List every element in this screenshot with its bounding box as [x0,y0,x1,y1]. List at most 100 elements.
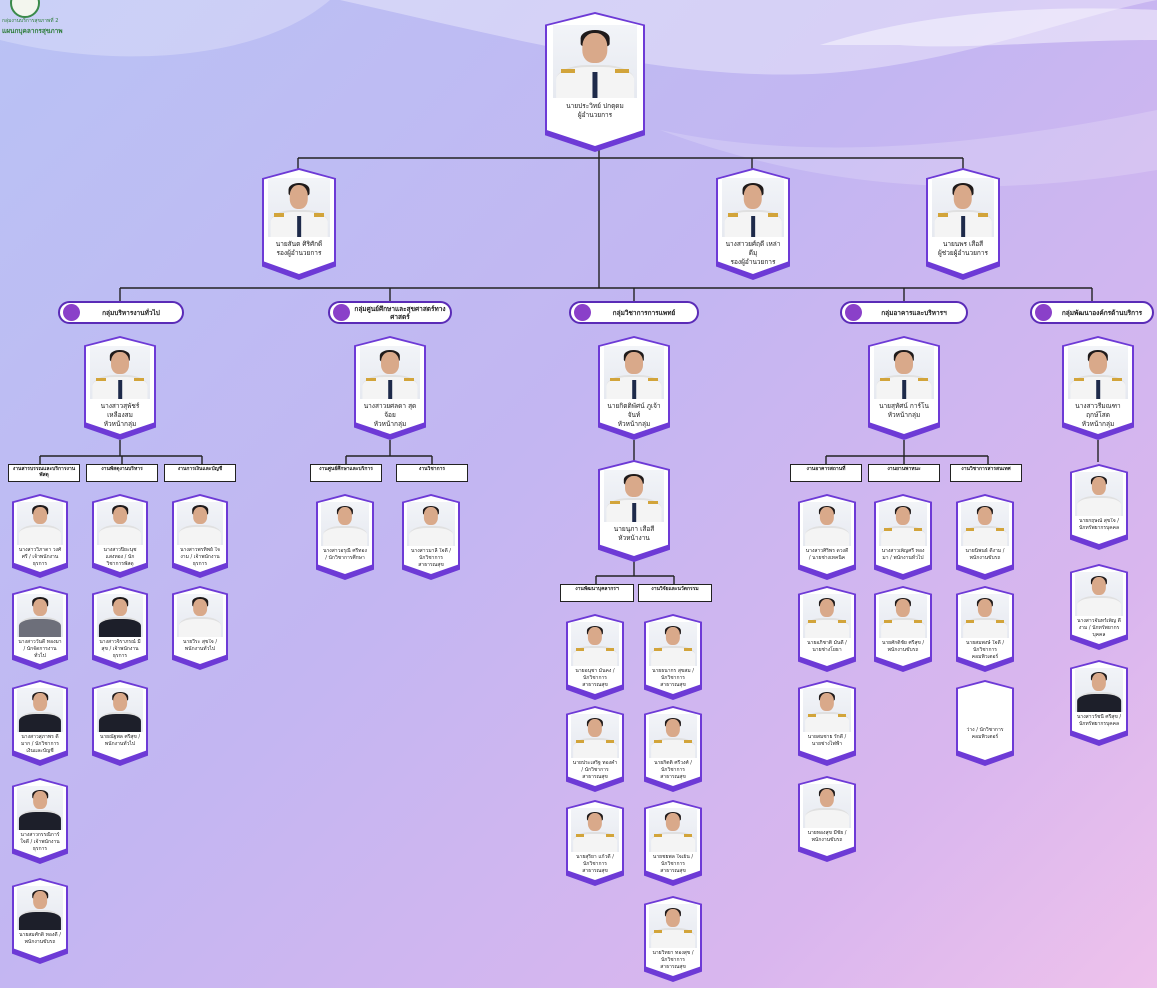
unit-box[interactable]: งานอาคารสถานที่ [790,464,862,482]
staff-card[interactable]: นางสาวกรรณิการ์ ใจดี / เจ้าพนักงานธุรการ [12,778,68,864]
group-head-card[interactable]: นางสาวยศลดา สุดจ้อยหัวหน้ากลุ่ม [354,336,426,440]
staff-card[interactable]: นายสมศักดิ์ ทองดี / พนักงานขับรถ [12,878,68,964]
staff-caption: นางสาวจันทร์เพ็ญ ดีงาม / นักทรัพยากรบุคค… [1077,618,1121,639]
staff-caption: นายทองสุข มีชัย / พนักงานขับรถ [807,830,847,844]
staff-caption: นางสาววันดี ทองมา / นักจัดการงานทั่วไป [18,638,62,659]
staff-card[interactable]: นายสมพงษ์ ใจดี / นักวิชาการคอมพิวเตอร์ [956,586,1014,672]
staff-caption: นายประเสริฐ ทองคำ / นักวิชาการสาธารณสุข [572,760,618,781]
unit-box[interactable]: งานศูนย์ศึกษาและบริการ [310,464,382,482]
head-title: หัวหน้ากลุ่ม [373,420,407,429]
staff-card[interactable]: นายอนุชา มั่นคง / นักวิชาการสาธารณสุข [566,614,624,700]
staff-card[interactable]: นางสาวจันทร์เพ็ญ ดีงาม / นักทรัพยากรบุคค… [1070,564,1128,650]
staff-card[interactable]: นายสุริยา แก้วดี / นักวิชาการสาธารณสุข [566,800,624,886]
staff-card[interactable]: นายสมชาย รักดี / นายช่างไฟฟ้า [798,680,856,766]
staff-card[interactable]: นายวีระ สุขใจ / พนักงานทั่วไป [172,586,228,670]
unit-box[interactable]: งานวิชาการสารสนเทศ [950,464,1022,482]
unit-box[interactable]: งานวิจัยและนวัตกรรม [638,584,712,602]
staff-caption: นางสาวศิริพร ดวงดี / นายช่างเทคนิค [805,548,849,562]
director-photo [552,24,638,99]
group-label[interactable]: กลุ่มอาคารและบริหารฯ [840,301,968,324]
unit-box[interactable]: งานยานพาหนะ [868,464,940,482]
head-title: หัวหน้ากลุ่ม [887,411,921,420]
deputy-card[interactable]: นายสันต ศิริศักดิ์รองผู้อำนวยการ [262,168,336,280]
staff-card[interactable]: นายวิทยา ทองสุข / นักวิชาการสาธารณสุข [644,896,702,982]
group-head-card[interactable]: นายกิตติพัศน์ ภูเจ้าจันท์หัวหน้ากลุ่ม [598,336,670,440]
staff-card[interactable]: นายกิตติ ศรีวงศ์ / นักวิชาการสาธารณสุข [644,706,702,792]
staff-card[interactable]: นายอภิชาติ มั่นดี / นายช่างโยธา [798,586,856,672]
staff-caption: นายสมชาย รักดี / นายช่างไฟฟ้า [807,734,847,748]
bullet-icon [574,304,591,321]
director-title: ผู้อำนวยการ [577,111,613,120]
staff-card[interactable]: นายธนากร สุขสม / นักวิชาการสาธารณสุข [644,614,702,700]
staff-card[interactable]: นายนิพนธ์ ดีงาม / พนักงานขับรถ [956,494,1014,580]
staff-card[interactable]: นางสาวสุภาพร ดีมาก / นักวิชาการเงินและบั… [12,680,68,766]
staff-caption: นายณัฐพล ศรีสุข / พนักงานทั่วไป [99,734,141,748]
director-name: นายประวิทย์ ปกตุดม [566,102,624,111]
staff-caption: นายวิทยา ทองสุข / นักวิชาการสาธารณสุข [652,950,694,971]
organization-logo: กลุ่มงานบริการสุขภาพที่ 2 แผนกบุคลากรสุข… [0,0,110,44]
staff-caption: นายสมศักดิ์ ทองดี / พนักงานขับรถ [19,932,61,946]
staff-card[interactable]: นายทองสุข มีชัย / พนักงานขับรถ [798,776,856,862]
staff-caption: นายสุริยา แก้วดี / นักวิชาการสาธารณสุข [576,854,614,875]
director-card[interactable]: นายประวิทย์ ปกตุดมผู้อำนวยการ [545,12,645,152]
deputy-title: รองผู้อำนวยการ [730,257,776,266]
staff-caption: นายอภิชาติ มั่นดี / นายช่างโยธา [807,640,847,654]
deputy-title: รองผู้อำนวยการ [276,248,322,257]
staff-caption: นางสาวสุภาพร ดีมาก / นักวิชาการเงินและบั… [21,734,59,755]
head-title: หัวหน้ากลุ่ม [617,420,651,429]
staff-card-vacant[interactable]: ว่าง / นักวิชาการคอมพิวเตอร์ [956,680,1014,766]
staff-caption: นายสมพงษ์ ใจดี / นักวิชาการคอมพิวเตอร์ [965,640,1005,661]
deputy-card[interactable]: นายนพร เสือสีผู้ช่วยผู้อำนวยการ [926,168,1000,280]
staff-card[interactable]: นางสาวศิริพร ดวงดี / นายช่างเทคนิค [798,494,856,580]
group-label[interactable]: กลุ่มวิชาการการแพทย์ [569,301,699,324]
group-label[interactable]: กลุ่มบริหารงานทั่วไป [58,301,184,324]
head-name: นายกิตติพัศน์ ภูเจ้าจันท์ [607,402,661,420]
staff-caption: นายอนุชา มั่นคง / นักวิชาการสาธารณสุข [575,668,615,689]
staff-card[interactable]: นางสาวพรทิพย์ ใจงาม / เจ้าพนักงานธุรการ [172,494,228,578]
staff-caption: นางสาวกรรณิการ์ ใจดี / เจ้าพนักงานธุรการ [20,832,60,853]
group-label[interactable]: กลุ่มพัฒนาองค์กรด้านบริการ [1030,301,1154,324]
staff-card[interactable]: นายศักดิ์ชัย ศรีสุข / พนักงานขับรถ [874,586,932,672]
staff-caption: ว่าง / นักวิชาการคอมพิวเตอร์ [966,727,1004,741]
deputy-name: นางสาวยศ์ฤดี เหล่าดีมุ [725,239,781,257]
staff-card[interactable]: นายประเสริฐ ทองคำ / นักวิชาการสาธารณสุข [566,706,624,792]
bullet-icon [63,304,80,321]
staff-card[interactable]: นางสาววันดี ทองมา / นักจัดการงานทั่วไป [12,586,68,670]
head-title: หัวหน้ากลุ่ม [103,420,137,429]
unit-box[interactable]: งานพัสดุงานบริหาร [86,464,158,482]
unit-box[interactable]: งานวิชาการ [396,464,468,482]
staff-caption: นางสาววิภาดา วงศ์ศรี / เจ้าพนักงานธุรการ [18,546,62,567]
staff-caption: นางสาวอรุณี ศรีทอง / นักวิชาการศึกษา [323,548,367,562]
staff-card[interactable]: นายกฤษณ์ สุขใจ / นักทรัพยากรบุคคล [1070,464,1128,550]
staff-card[interactable]: นายชยพล ใจเย็น / นักวิชาการสาธารณสุข [644,800,702,886]
head-name: นางสาวยศลดา สุดจ้อย [363,402,417,420]
sub-head-title: หัวหน้างาน [618,533,650,542]
staff-card[interactable]: นางสาวปิยะนุช แสงทอง / นักวิชาการพัสดุ [92,494,148,578]
staff-caption: นางสาวปิยะนุช แสงทอง / นักวิชาการพัสดุ [103,546,137,567]
staff-card[interactable]: นางสาววิภาดา วงศ์ศรี / เจ้าพนักงานธุรการ [12,494,68,578]
head-name: นางสาวสุพัชร์ เหลืองสม [100,402,140,420]
deputy-card[interactable]: นางสาวยศ์ฤดี เหล่าดีมุรองผู้อำนวยการ [716,168,790,280]
bullet-icon [1035,304,1052,321]
group-head-card[interactable]: นางสาวรีมณฑา ฤกษ์โสดหัวหน้ากลุ่ม [1062,336,1134,440]
sub-head-name: นายนุภา เสือสี [613,524,655,533]
deputy-title: ผู้ช่วยผู้อำนวยการ [937,248,989,257]
group-head-card[interactable]: นางสาวสุพัชร์ เหลืองสมหัวหน้ากลุ่ม [84,336,156,440]
staff-caption: นายศักดิ์ชัย ศรีสุข / พนักงานขับรถ [881,640,925,654]
unit-box[interactable]: งานการเงินและบัญชี [164,464,236,482]
staff-caption: นายธนากร สุขสม / นักวิชาการสาธารณสุข [652,668,694,689]
staff-card[interactable]: นายณัฐพล ศรีสุข / พนักงานทั่วไป [92,680,148,766]
staff-card[interactable]: นางสาวมาลี ใจดี / นักวิชาการสาธารณสุข [402,494,460,580]
staff-caption: นายกิตติ ศรีวงศ์ / นักวิชาการสาธารณสุข [654,760,692,781]
staff-card[interactable]: นางสาวเพ็ญศรี ทองมา / พนักงานทั่วไป [874,494,932,580]
logo-line2: แผนกบุคลากรสุขภาพ [2,27,63,35]
unit-box[interactable]: งานสารบรรณและบริการงานพัสดุ [8,464,80,482]
group-label[interactable]: กลุ่มศูนย์ศึกษาและสุขศาสตร์ทางศาสตร์ [328,301,452,324]
staff-card[interactable]: นางสาวรัชนี ศรีสุข / นักทรัพยากรบุคคล [1070,660,1128,746]
unit-box[interactable]: งานพัฒนาบุคลากรฯ [560,584,634,602]
staff-card[interactable]: นางสาวอรุณี ศรีทอง / นักวิชาการศึกษา [316,494,374,580]
staff-card[interactable]: นางสาวจิราภรณ์ มีสุข / เจ้าพนักงานธุรการ [92,586,148,670]
group-head-card[interactable]: นายสุทัศน์ การ์โนหัวหน้ากลุ่ม [868,336,940,440]
sub-head-card[interactable]: นายนุภา เสือสีหัวหน้างาน [598,460,670,562]
logo-line1: กลุ่มงานบริการสุขภาพที่ 2 [2,18,59,24]
